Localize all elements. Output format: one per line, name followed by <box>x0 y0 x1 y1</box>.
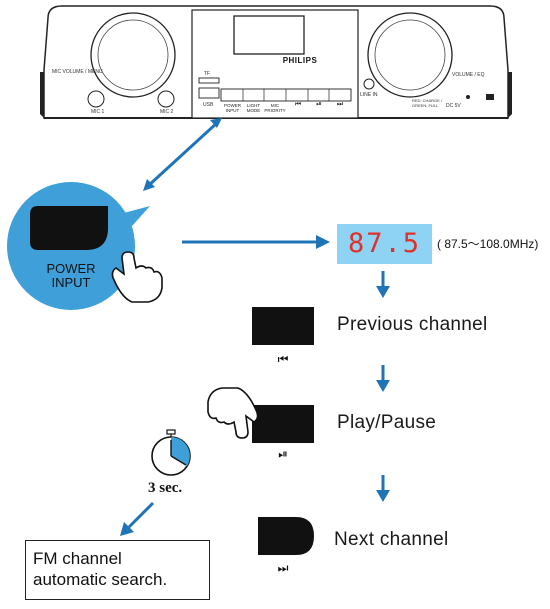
linein-jack[interactable] <box>363 78 375 90</box>
callout-power-button <box>30 206 108 250</box>
tf-label: TF <box>204 71 211 77</box>
usb-label: USB <box>203 102 214 108</box>
flow-arrowhead-3 <box>376 490 390 502</box>
previous-icon: ⏮ <box>277 352 289 366</box>
clock-icon <box>151 429 191 476</box>
result-line-1: FM channel <box>33 549 122 568</box>
mic2-jack[interactable] <box>157 90 175 108</box>
next-channel-button[interactable] <box>258 517 314 555</box>
frequency-range: ( 87.5～108.0MHz) <box>437 237 539 251</box>
next-channel-label: Next channel <box>334 529 449 550</box>
arrowhead-bottom <box>143 179 155 191</box>
linein-label: LINE IN <box>360 92 378 98</box>
play-pause-icon: ⏯ <box>316 101 322 108</box>
device-illustration <box>40 5 512 119</box>
next-icon: ⏭ <box>336 101 344 108</box>
device-screen <box>233 15 305 55</box>
device-button-label: POWER <box>223 103 241 108</box>
previous-channel-label: Previous channel <box>337 314 488 335</box>
mic1-jack[interactable] <box>87 90 105 108</box>
flow-arrowhead-1 <box>376 286 390 298</box>
right-speaker-ring <box>374 19 446 91</box>
mic1-label: MIC 1 <box>91 109 105 115</box>
to-result-arrowhead <box>120 522 134 536</box>
mic2-label: MIC 2 <box>160 109 174 115</box>
device-button-label: PRIORITY <box>264 108 286 113</box>
right-knob-label: VOLUME / EQ <box>452 72 485 78</box>
usb-port[interactable] <box>198 87 220 99</box>
previous-channel-button[interactable] <box>252 307 314 345</box>
charge-label: RED: CHARGE / GREEN: FULL <box>412 98 443 108</box>
left-knob-label: MIC VOLUME / MENU <box>52 69 103 75</box>
left-speaker-ring <box>97 19 169 91</box>
device-button-power-input[interactable]: POWER INPUT <box>222 103 243 113</box>
device-button-play-pause[interactable]: ⏯ <box>309 101 329 109</box>
flow-arrowhead-2 <box>376 380 390 392</box>
device-button-next[interactable]: ⏭ <box>330 101 350 109</box>
device-button-label: MIC <box>270 103 280 108</box>
dc-jack[interactable] <box>486 94 494 100</box>
device-left-foot <box>40 72 44 118</box>
play-pause-icon: ⏯ <box>278 447 288 461</box>
result-box: FM channel automatic search. <box>25 540 210 600</box>
pointing-hand-icon <box>207 387 259 439</box>
to-result-arrow <box>127 501 155 529</box>
device-button-label: LIGHT <box>246 103 261 108</box>
play-pause-label: Play/Pause <box>337 412 437 433</box>
frequency-readout: 87.5 <box>347 228 422 259</box>
result-line-2: automatic search. <box>33 570 168 589</box>
zoom-connector-arrow <box>146 120 220 188</box>
charge-led <box>466 95 470 99</box>
dc-label: DC 5V <box>446 103 461 109</box>
right-speaker <box>367 12 453 98</box>
timer-label: 3 sec. <box>148 480 183 496</box>
device-right-foot <box>508 72 512 118</box>
callout-label-line: INPUT <box>51 275 91 290</box>
callout-label-line: POWER <box>46 261 96 276</box>
brand-logo: PHILIPS <box>282 56 318 65</box>
lcd-display <box>337 224 432 264</box>
pointing-hand-icon <box>111 251 163 303</box>
device-button-light-mode[interactable]: LIGHT MODE <box>243 103 264 113</box>
arrowhead-top <box>210 118 222 128</box>
previous-icon: ⏮ <box>294 101 302 108</box>
device-button-previous[interactable]: ⏮ <box>288 101 308 109</box>
callout-label: POWER INPUT <box>30 262 112 290</box>
left-speaker <box>90 12 176 98</box>
device-button-mic-priority[interactable]: MIC PRIORITY <box>264 103 286 113</box>
next-icon: ⏭ <box>277 561 289 575</box>
tf-slot[interactable] <box>198 77 220 84</box>
to-display-arrowhead <box>316 235 330 249</box>
play-pause-button[interactable] <box>252 405 314 443</box>
device-button-label: MODE <box>246 108 261 113</box>
device-button-label: INPUT <box>225 108 240 113</box>
